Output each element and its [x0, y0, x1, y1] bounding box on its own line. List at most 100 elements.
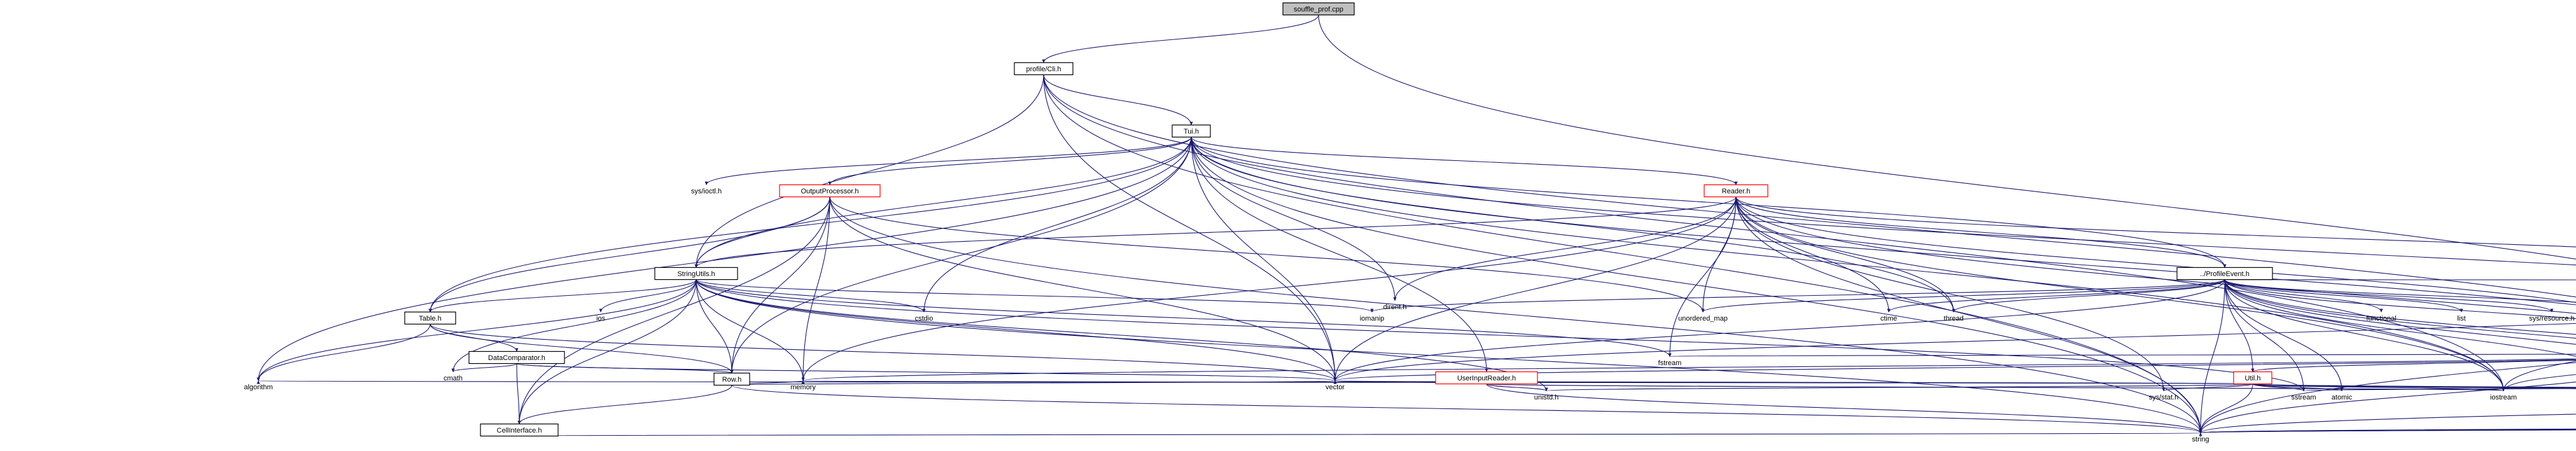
- node-table[interactable]: Table.h: [404, 311, 456, 325]
- node-output-processor[interactable]: OutputProcessor.h: [779, 184, 881, 198]
- node-box-table: [404, 311, 456, 325]
- edge-util-to-sys_stat: [2164, 383, 2253, 391]
- edge-root-to-map: [1318, 15, 2576, 260]
- edge-reader-to-vector: [1335, 197, 1737, 381]
- edge-profile_event-to-map: [2224, 279, 2576, 335]
- edge-data_comparator-to-cmath: [453, 363, 517, 372]
- edge-profile_event-to-sstream: [2224, 279, 2304, 391]
- edge-cli-to-string: [1043, 74, 2201, 433]
- node-box-cell-interface: [480, 423, 559, 437]
- edge-table-to-vector: [430, 324, 1335, 381]
- edge-user_input_reader-to-iostream: [1486, 383, 2503, 391]
- edge-profile_event-to-list: [2224, 279, 2461, 312]
- edge-profile_database-to-string: [2201, 381, 2576, 433]
- node-label-sys-ioctl: sys/ioctl.h: [691, 188, 722, 195]
- node-row[interactable]: Row.h: [713, 372, 750, 386]
- edge-output_processor-to-memory: [803, 197, 830, 381]
- edge-reader-to-sys_stat: [1735, 197, 2164, 391]
- node-label-row: Row.h: [722, 376, 742, 384]
- edge-tui-to-dirent: [1191, 137, 1395, 301]
- node-label-algorithm: algorithm: [244, 384, 272, 391]
- node-util[interactable]: Util.h: [2233, 371, 2272, 385]
- node-label-atomic: atomic: [2332, 394, 2353, 401]
- node-cmath: cmath: [444, 375, 463, 382]
- node-label-cell-interface: CellInterface.h: [497, 427, 542, 434]
- edge-row-to-cell_interface: [519, 385, 732, 424]
- node-label-reader: Reader.h: [1722, 188, 1751, 195]
- node-unordered-map: unordered_map: [1678, 315, 1728, 323]
- edge-profile_event-to-util: [2224, 279, 2253, 372]
- edge-string_utils-to-fstream: [696, 279, 1670, 357]
- edge-string_utils-to-iomanip: [696, 279, 1372, 312]
- node-label-cstdio: cstdio: [915, 315, 934, 323]
- edge-profile_database-to-memory: [803, 358, 2576, 381]
- edge-event_processor-to-string: [2201, 362, 2576, 433]
- edge-reader-to-fstream: [1670, 197, 1737, 357]
- edge-tui-to-string_utils: [696, 137, 1192, 268]
- node-cli[interactable]: profile/Cli.h: [1014, 62, 1074, 76]
- edge-cli-to-vector: [1043, 74, 1335, 381]
- edge-tui-to-html_string: [1191, 137, 2576, 266]
- node-label-sstream: sstream: [2291, 394, 2316, 401]
- node-iomanip: iomanip: [1360, 315, 1385, 323]
- node-label-fstream: fstream: [1658, 359, 1682, 367]
- edge-profile_event-to-iomanip: [1372, 279, 2225, 312]
- node-vector: vector: [1326, 384, 1345, 391]
- node-cell-interface[interactable]: CellInterface.h: [480, 423, 559, 437]
- node-root[interactable]: souffle_prof.cpp: [1282, 2, 1355, 16]
- edge-table-to-algorithm: [258, 324, 431, 381]
- edge-profile_event-to-vector: [1335, 279, 2225, 381]
- edge-profile_event-to-chrono: [2224, 279, 2576, 339]
- edge-string_utils-to-cstdio: [696, 279, 924, 312]
- edge-html_css_chartist-to-string: [2201, 425, 2576, 433]
- node-label-table: Table.h: [419, 315, 441, 323]
- edge-cell_interface-to-string: [519, 432, 2201, 437]
- node-profile-event[interactable]: ../ProfileEvent.h: [2176, 267, 2273, 281]
- node-sys-ioctl: sys/ioctl.h: [691, 188, 722, 195]
- node-label-sys-resource: sys/resource.h: [2529, 315, 2575, 323]
- edge-output_processor-to-table: [430, 197, 830, 312]
- edge-string_utils-to-ios: [601, 279, 697, 312]
- edge-string_utils-to-cmath: [453, 279, 697, 372]
- node-label-thread: thread: [1943, 315, 1963, 323]
- edge-reader-to-string_utils: [696, 197, 1737, 268]
- edge-util-to-unistd: [1546, 383, 2253, 391]
- edge-reader-to-thread: [1735, 197, 1954, 312]
- edge-tui-to-iostream: [1191, 137, 2503, 391]
- edge-cli-to-tui: [1043, 74, 1191, 125]
- node-sstream: sstream: [2291, 394, 2316, 401]
- node-string: string: [2192, 436, 2209, 443]
- node-label-string-utils: StringUtils.h: [677, 270, 715, 278]
- edge-output_processor-to-row: [732, 197, 830, 373]
- node-box-cli: [1014, 62, 1074, 76]
- edge-profile_event-to-profile_database: [2224, 279, 2576, 319]
- edge-reader-to-memory: [803, 197, 1737, 381]
- node-string-utils[interactable]: StringUtils.h: [654, 267, 738, 281]
- node-memory: memory: [790, 384, 816, 391]
- node-box-string-utils: [654, 267, 738, 281]
- edge-string_utils-to-row: [696, 279, 732, 373]
- node-label-unistd: unistd.h: [1534, 394, 1559, 401]
- edge-data_comparator-to-vector: [516, 363, 1335, 381]
- node-label-iomanip: iomanip: [1360, 315, 1385, 323]
- edge-profile_event-to-sys_time: [2224, 279, 2576, 303]
- node-label-ctime: ctime: [1880, 315, 1897, 323]
- node-reader[interactable]: Reader.h: [1704, 184, 1768, 198]
- node-data-comparator[interactable]: DataComparator.h: [468, 350, 565, 364]
- node-tui[interactable]: Tui.h: [1172, 124, 1211, 138]
- edge-string_utils-to-algorithm: [258, 279, 697, 381]
- edge-reader-to-event_processor: [1735, 197, 2576, 247]
- node-box-user-input-reader: [1435, 371, 1538, 385]
- node-user-input-reader[interactable]: UserInputReader.h: [1435, 371, 1538, 385]
- edge-tui-to-sys_ioctl: [706, 137, 1192, 185]
- node-dirent: dirent.h: [1383, 303, 1407, 311]
- edge-profile_event-to-sys_resource: [2224, 279, 2552, 312]
- node-ios: ios: [596, 315, 606, 323]
- node-functional: functional: [2366, 315, 2396, 323]
- edge-string_utils-to-table: [430, 279, 697, 312]
- edge-string_utils-to-memory: [696, 279, 803, 381]
- node-box-util: [2233, 371, 2272, 385]
- edge-tui-to-map: [1191, 137, 2576, 305]
- edge-event_processor-to-vector: [1335, 323, 2576, 381]
- edge-tui-to-reader: [1191, 137, 1736, 185]
